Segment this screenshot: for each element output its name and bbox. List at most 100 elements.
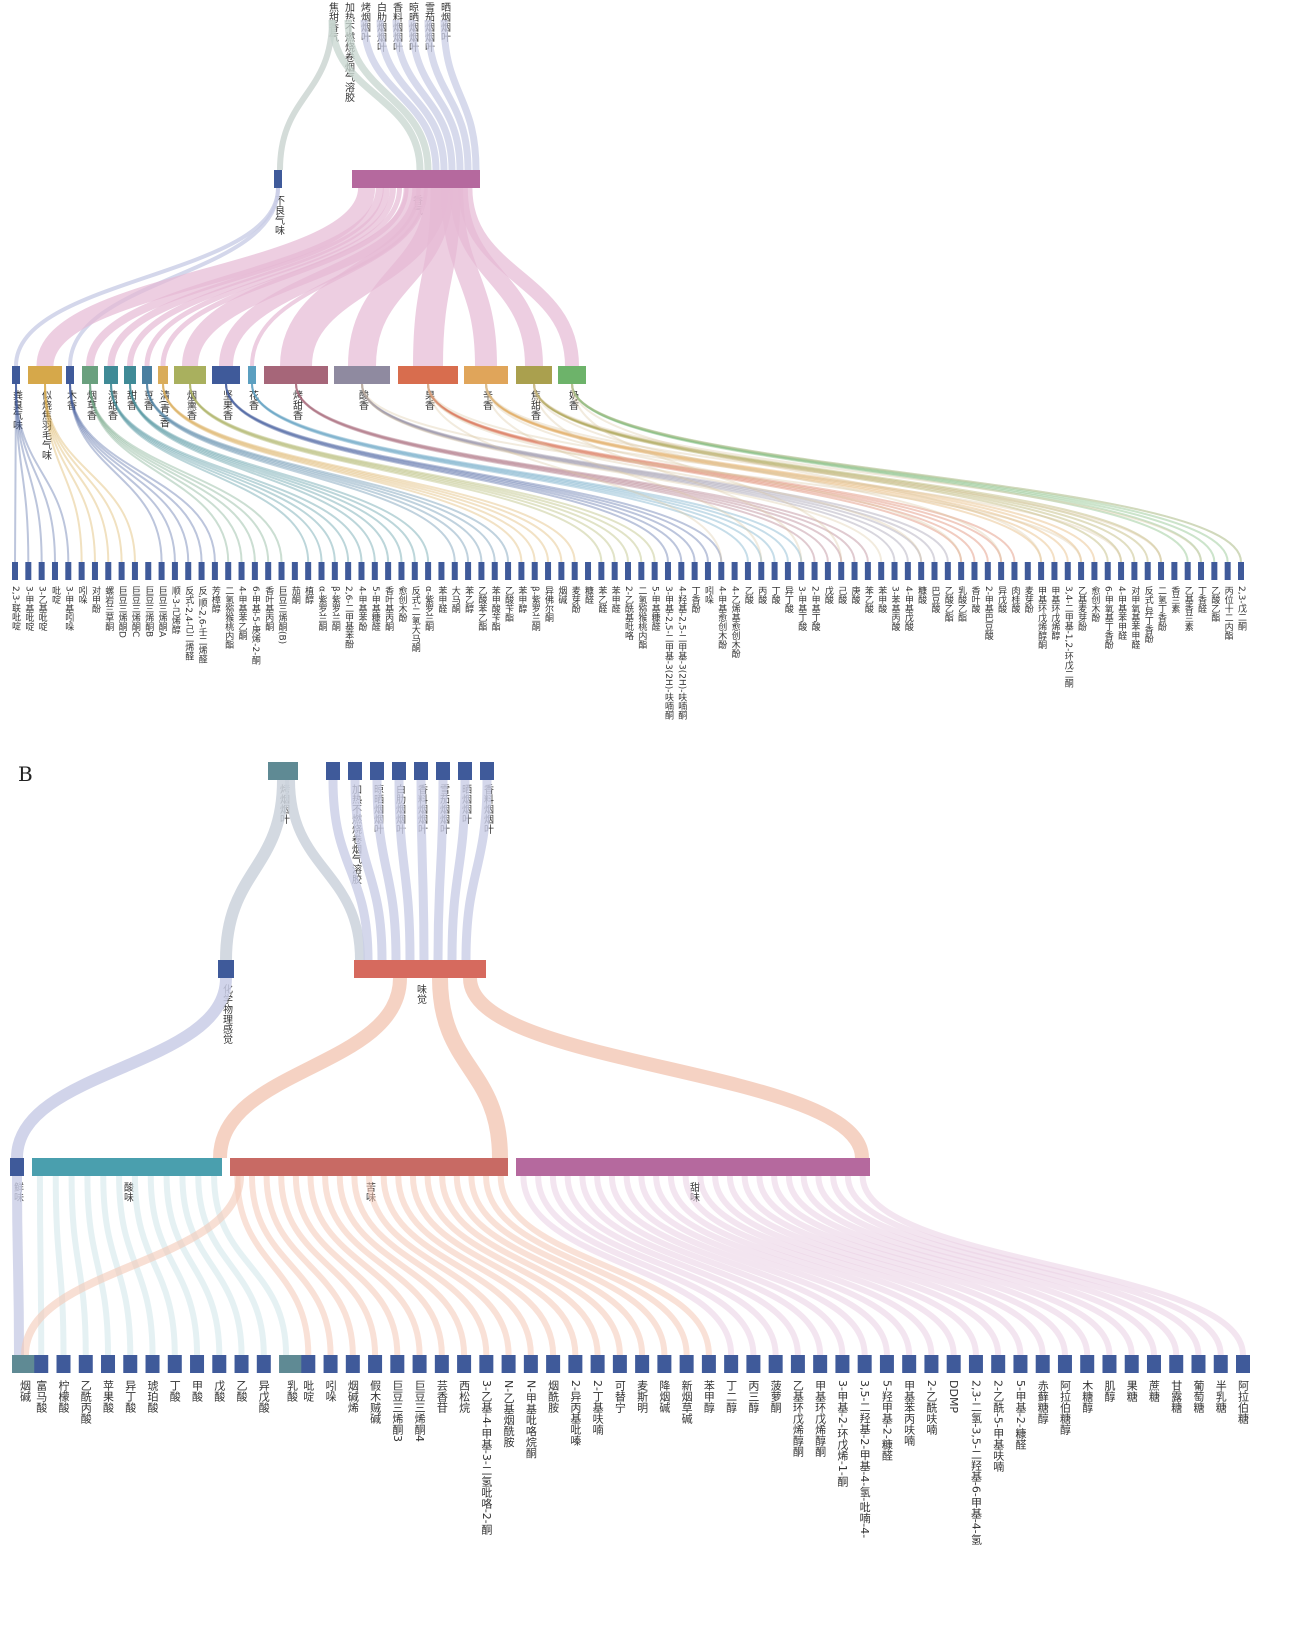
node-a-note-label: 烤甜香 xyxy=(291,389,303,421)
node-a-compound xyxy=(278,562,285,580)
link-b-taste-compound xyxy=(785,1175,1135,1356)
node-a-compound-label: 二氢丁香酚 xyxy=(1156,586,1167,632)
node-a-note xyxy=(464,366,508,384)
link-a-note-compound xyxy=(44,383,96,563)
node-b-compound xyxy=(1080,1355,1095,1373)
node-a-compound xyxy=(958,562,965,580)
link-a-note-compound xyxy=(162,383,576,563)
link-b-source-taste xyxy=(433,779,448,961)
link-b-taste-compound xyxy=(697,1175,1002,1356)
node-a-compound xyxy=(185,562,192,580)
node-b-compound xyxy=(835,1355,850,1373)
link-b-taste-compound xyxy=(179,1175,245,1356)
link-a-note-compound xyxy=(89,383,256,563)
link-a-note-compound xyxy=(189,383,656,563)
link-b-taste-compound xyxy=(535,1175,757,1356)
node-b-compound xyxy=(879,1355,894,1373)
link-b-chem-umami xyxy=(11,977,232,1159)
node-b-compound xyxy=(167,1355,182,1373)
link-a-note-compound xyxy=(89,383,283,563)
node-a-compound-label: 乙酸乙酯 xyxy=(943,586,954,623)
node-a-note-label: 烟草香 xyxy=(85,389,97,421)
node-a-compound-label: 对甲酚 xyxy=(90,585,101,614)
node-b-compound xyxy=(1102,1355,1117,1373)
node-a-compound xyxy=(1184,562,1191,580)
link-b-taste-compound xyxy=(292,1175,401,1356)
node-b-compound-label: 柠檬酸 xyxy=(57,1379,70,1414)
node-a-compound-label: 异丁酸 xyxy=(783,586,794,614)
link-a-source-aroma xyxy=(328,19,424,171)
node-a-compound xyxy=(1224,562,1231,580)
node-a-compound-label: 反,顺-2,6-壬二烯醛 xyxy=(197,586,208,665)
link-b-taste-compound xyxy=(564,1175,801,1356)
link-a-note-compound xyxy=(129,383,430,563)
link-b-taste-compound xyxy=(195,1175,267,1356)
node-a-compound-label: 4-甲基苯乙酮 xyxy=(237,586,248,641)
node-b-compound-label: 新烟草碱 xyxy=(680,1379,693,1425)
node-a-compound xyxy=(798,562,805,580)
link-a-note-compound xyxy=(89,383,270,563)
node-b-compound xyxy=(1191,1355,1206,1373)
node-b-compound-label: 3,5-二羟基-2-甲基-4-氢-吡喃-4- xyxy=(858,1380,871,1538)
link-b-taste-compound xyxy=(424,1175,601,1356)
link-b-taste-compound xyxy=(453,1175,646,1356)
node-a-compound-label: 庚酸 xyxy=(850,585,861,605)
node-a-compound xyxy=(1091,562,1098,580)
node-b-compound xyxy=(1124,1355,1139,1373)
node-a-compound xyxy=(998,562,1005,580)
node-a-compound xyxy=(265,562,272,580)
link-a-note-compound xyxy=(69,383,176,563)
link-a-note-compound xyxy=(225,383,696,563)
link-a-note-compound xyxy=(427,383,976,563)
node-a-compound-label: 丙位十二内酯 xyxy=(1223,586,1234,641)
node-a-compound-label: 异佛尔酮 xyxy=(543,586,554,623)
node-b-source xyxy=(392,762,406,780)
node-b-compound-label: 异丁酸 xyxy=(124,1380,137,1414)
node-a-compound-label: β-紫罗兰酮 xyxy=(330,586,341,632)
node-b-compound xyxy=(546,1355,561,1373)
node-b-compound-label: 3-甲基-2-环戊烯-1-酮 xyxy=(836,1380,849,1488)
node-a-compound-label: 香叶基丙酮 xyxy=(383,586,394,632)
link-b-taste-compound xyxy=(234,1175,312,1356)
link-a-note-compound xyxy=(251,383,749,563)
link-b-taste-compound xyxy=(395,1175,557,1356)
link-a-note-compound xyxy=(361,383,1083,563)
node-b-compound-label: 烟酰胺 xyxy=(547,1379,560,1414)
node-a-compound-label: 吲哚 xyxy=(703,586,714,605)
node-a-compound-label: 苯甲酸苄酯 xyxy=(490,585,501,632)
node-a-compound-label: 巨豆三烯酮A xyxy=(157,586,168,638)
node-b-compound xyxy=(501,1355,516,1373)
node-a-compound xyxy=(731,562,738,580)
node-a-compound-label: 烟碱 xyxy=(556,585,567,605)
node-b-taste-type-label: 酸味 xyxy=(122,1181,134,1202)
node-b-compound xyxy=(813,1355,828,1373)
node-a-note-label: 豆香 xyxy=(142,390,154,411)
node-b-taste-type xyxy=(10,1158,24,1176)
link-a-note-compound xyxy=(129,383,376,563)
node-a-compound xyxy=(345,562,352,580)
link-b-taste-compound xyxy=(248,1175,334,1356)
node-b-taste xyxy=(354,960,486,978)
link-b-taste-compound xyxy=(549,1175,779,1356)
node-b-compound-label: 果糖 xyxy=(1125,1380,1138,1403)
link-b-taste-compound xyxy=(131,1175,178,1356)
node-b-taste-label: 味觉 xyxy=(415,984,427,1004)
link-b-taste-compound xyxy=(409,1175,579,1356)
node-b-compound-label: N-乙基烟酰胺 xyxy=(502,1380,515,1448)
link-b-bitter-nicotine xyxy=(21,1175,244,1356)
node-b-compound-label: 巨豆三烯酮4 xyxy=(413,1380,426,1442)
node-a-note xyxy=(174,366,206,384)
node-b-compound-label: 2-丁基呋喃 xyxy=(591,1380,604,1435)
node-a-compound xyxy=(171,562,178,580)
node-a-compound-label: 丙酸 xyxy=(756,586,767,605)
link-a-note-compound xyxy=(89,383,230,563)
node-b-compound xyxy=(1236,1355,1250,1373)
node-a-compound-label: 苯甲醛 xyxy=(436,585,447,614)
node-b-compound-label: N-甲基吡咯烷酮 xyxy=(524,1380,537,1459)
node-a-compound-label: 反式-2,4-己二烯醛 xyxy=(183,586,194,662)
node-a-compound xyxy=(118,562,125,580)
link-a-note-compound xyxy=(361,383,936,563)
node-a-compound xyxy=(425,562,432,580)
node-b-compound-label: 赤藓糖醇 xyxy=(1036,1380,1049,1424)
link-a-note-compound xyxy=(361,383,896,563)
